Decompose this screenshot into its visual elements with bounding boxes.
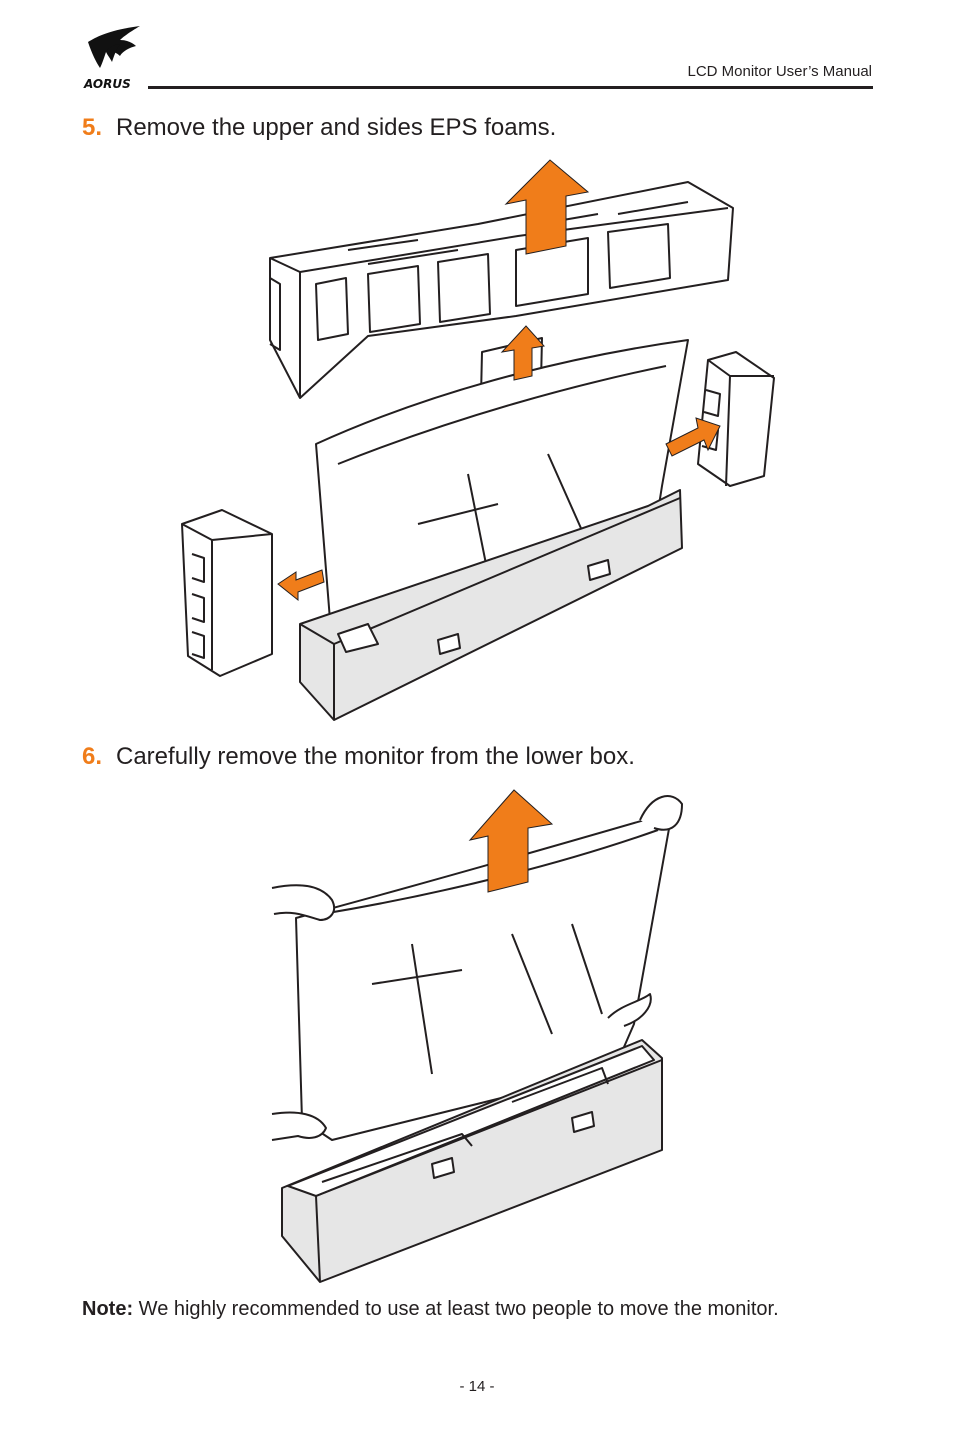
note-label: Note: — [82, 1298, 134, 1320]
page-number: - 14 - — [459, 1378, 495, 1395]
hand-top-left — [271, 884, 336, 921]
step-5: 5. Remove the upper and sides EPS foams. — [82, 114, 556, 142]
monitor-back — [295, 811, 673, 1141]
right-side-foam — [697, 351, 775, 487]
step-5-text: Remove the upper and sides EPS foams. — [116, 114, 557, 141]
step-5-number: 5. — [82, 114, 103, 141]
arrow-right-icon — [665, 417, 721, 457]
manual-title: LCD Monitor User’s Manual — [687, 63, 872, 80]
header-rule — [148, 86, 873, 89]
step-6-text: Carefully remove the monitor from the lo… — [116, 743, 635, 770]
arrow-up-icon — [468, 789, 554, 893]
hand-bottom-left — [271, 1111, 327, 1141]
upper-foam — [269, 181, 734, 399]
arrow-up-icon — [504, 159, 590, 255]
lift-monitor-illustration — [271, 789, 683, 1283]
remove-foams-illustration — [181, 159, 775, 721]
arrow-up-small-icon — [500, 325, 545, 381]
hand-bottom-right — [607, 993, 652, 1027]
step-6: 6. Carefully remove the monitor from the … — [82, 743, 635, 771]
step-6-number: 6. — [82, 743, 103, 770]
note: Note: We highly recommended to use at le… — [82, 1296, 842, 1322]
arrow-left-icon — [277, 569, 325, 602]
left-side-foam — [181, 509, 273, 677]
note-text: We highly recommended to use at least tw… — [138, 1298, 779, 1320]
lower-box — [281, 1039, 663, 1283]
aorus-logo-icon: AORUS — [83, 26, 140, 91]
lower-box — [299, 489, 683, 721]
logo-text: AORUS — [83, 77, 131, 91]
hand-top-right — [639, 795, 683, 831]
monitor-back — [315, 339, 689, 621]
